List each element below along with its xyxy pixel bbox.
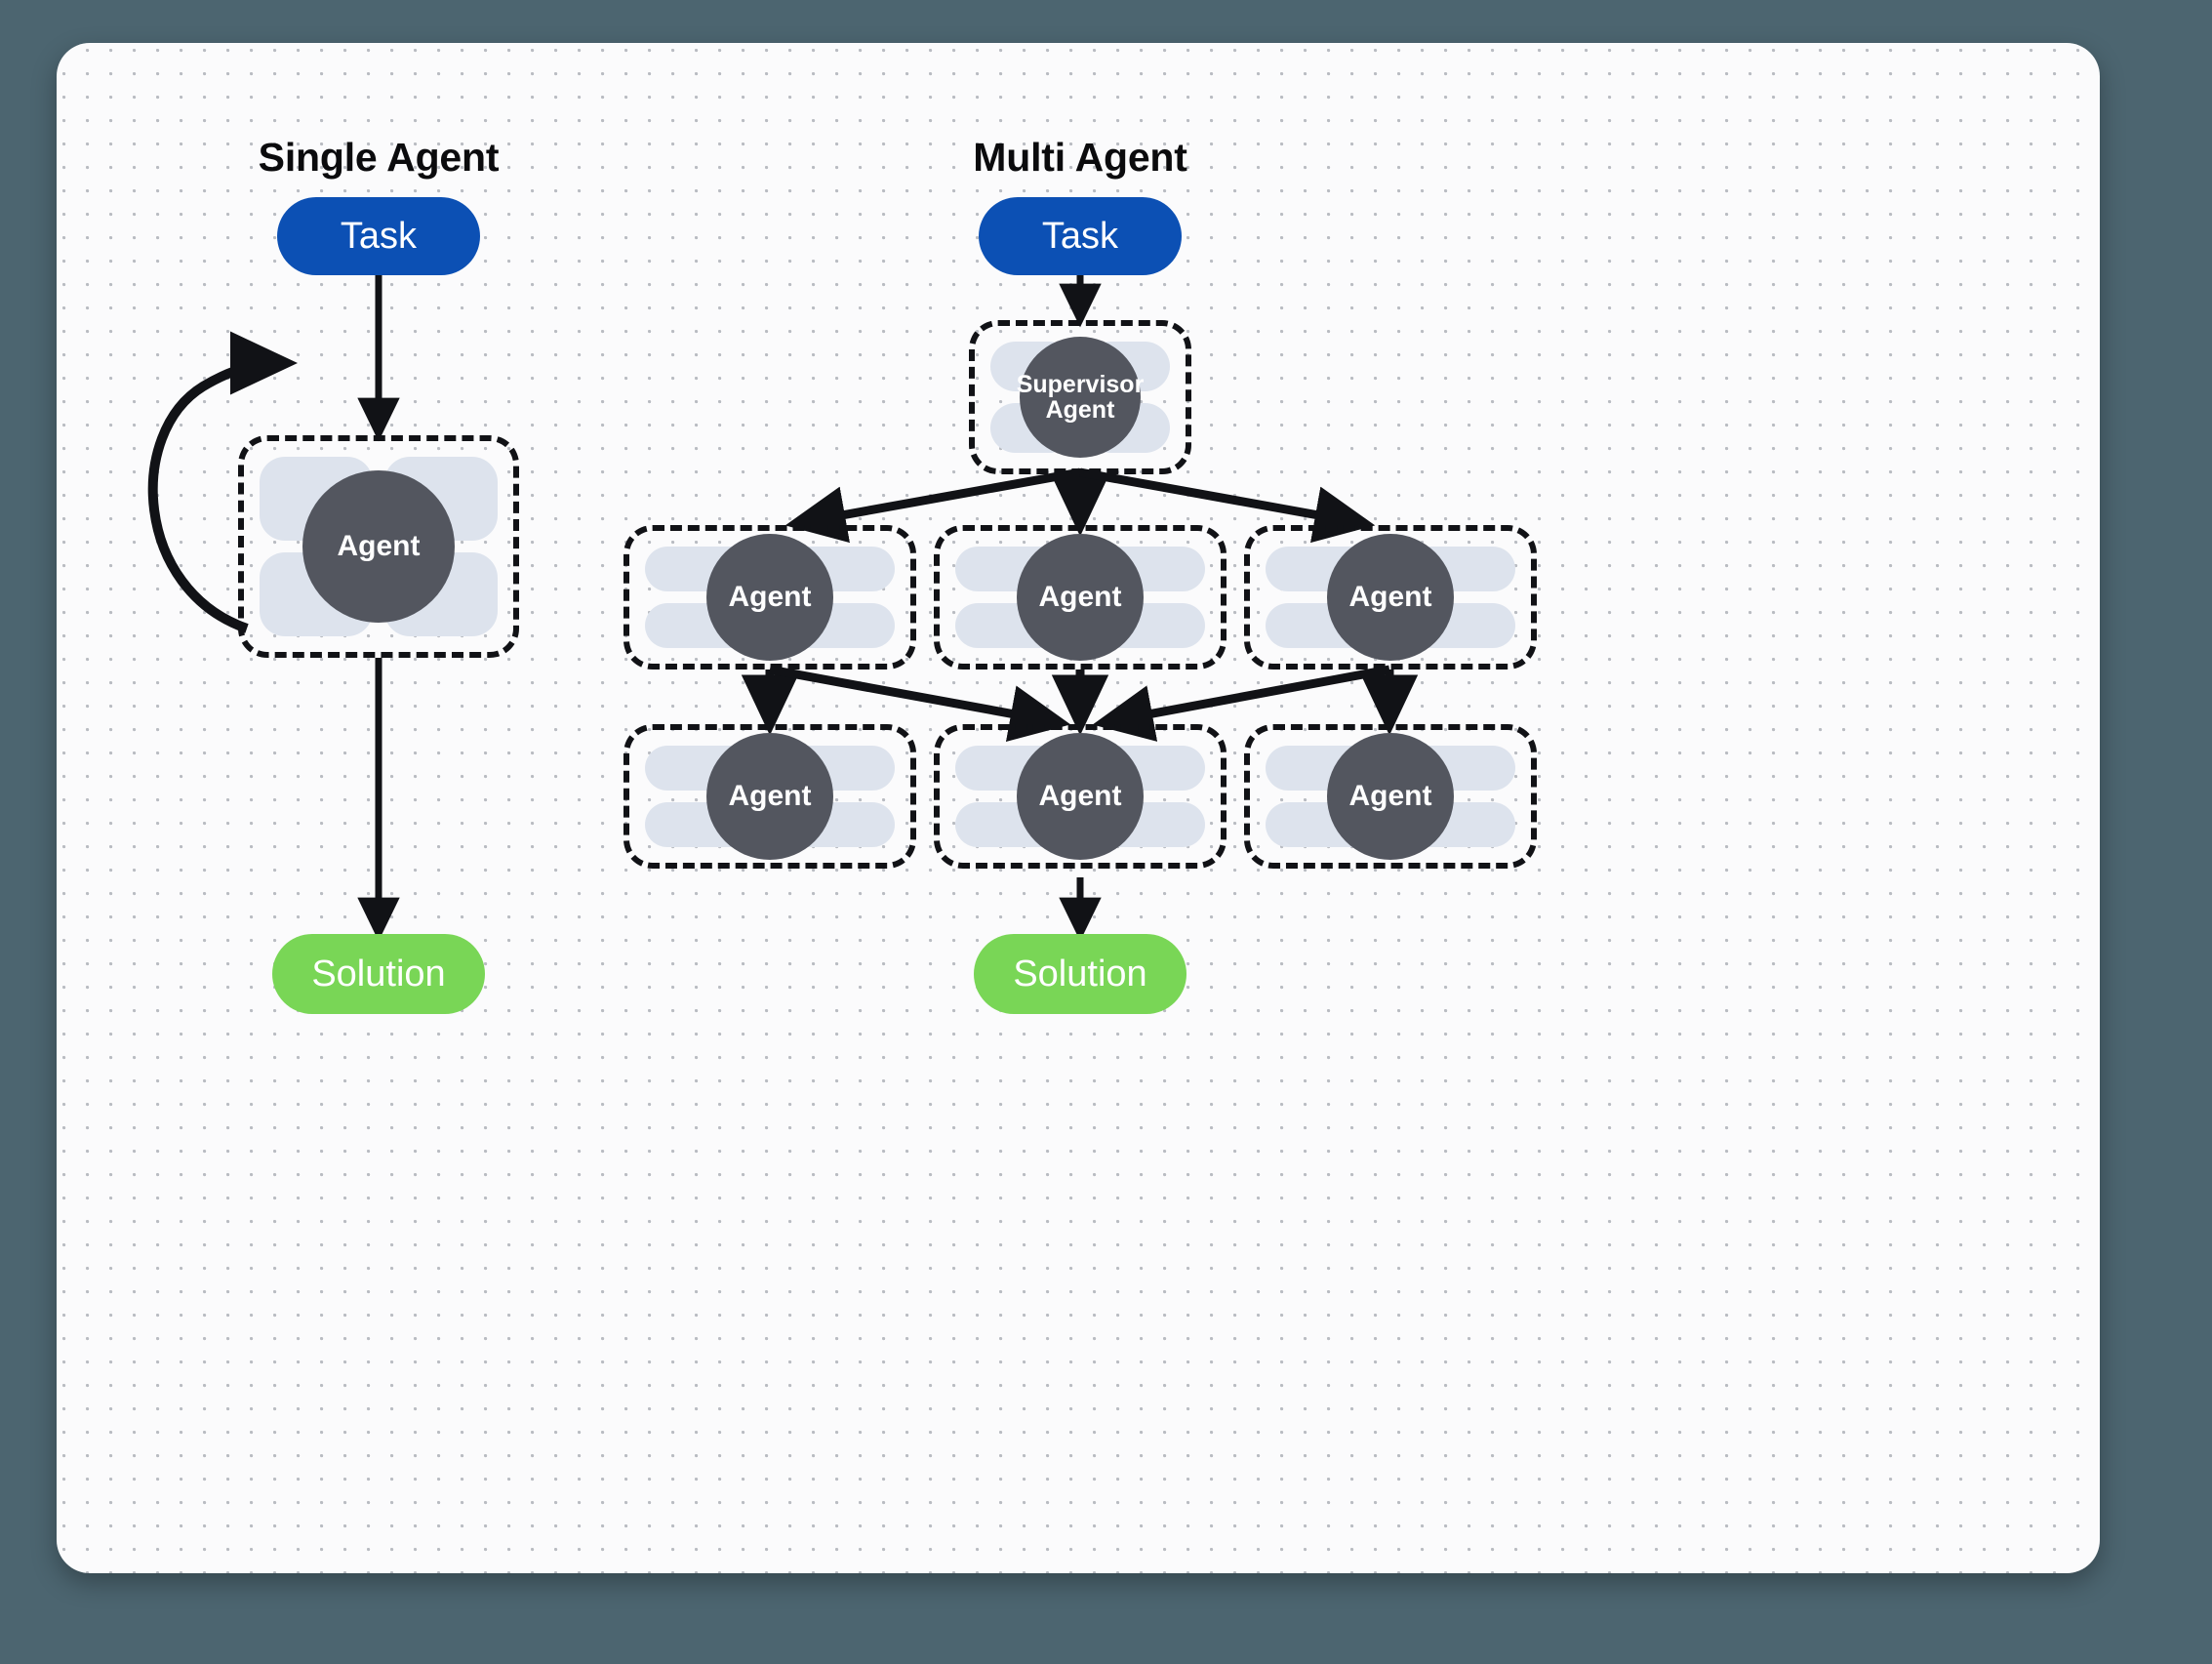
agent-core-r1c3[interactable]: Agent bbox=[1327, 534, 1454, 661]
supervisor-core[interactable]: Supervisor Agent bbox=[1017, 337, 1144, 458]
edge-agent-right-to-bottom-center bbox=[1092, 665, 1390, 742]
edge-agent-left-to-bottom-center bbox=[769, 665, 1071, 743]
supervisor-label-line-1: Supervisor bbox=[1016, 371, 1145, 398]
supervisor-cluster[interactable]: Supervisor Agent bbox=[969, 320, 1191, 474]
agent-core-label: Agent bbox=[1348, 780, 1432, 813]
supervisor-label-line-2: Agent bbox=[1045, 396, 1115, 424]
agent-core-r2c2[interactable]: Agent bbox=[1017, 733, 1144, 860]
diagram-canvas: Single Agent Task Agent Solution Multi A… bbox=[57, 43, 2100, 1573]
solution-node-multi[interactable]: Solution bbox=[974, 934, 1186, 1014]
agent-core-r2c3[interactable]: Agent bbox=[1327, 733, 1454, 860]
agent-cluster-r2c2[interactable]: Agent bbox=[934, 724, 1227, 869]
column-title-multi-agent: Multi Agent bbox=[973, 135, 1187, 180]
task-node-single[interactable]: Task bbox=[277, 197, 480, 275]
edge-supervisor-to-agent-left bbox=[784, 467, 1081, 544]
agent-cluster-single[interactable]: Agent bbox=[238, 435, 519, 658]
agent-core-single[interactable]: Agent bbox=[302, 470, 455, 623]
agent-cluster-r1c2[interactable]: Agent bbox=[934, 525, 1227, 670]
agent-core-r2c1[interactable]: Agent bbox=[706, 733, 833, 860]
agent-core-label: Agent bbox=[1348, 581, 1432, 614]
agent-core-r1c2[interactable]: Agent bbox=[1017, 534, 1144, 661]
agent-core-label: Agent bbox=[337, 530, 421, 563]
solution-node-single[interactable]: Solution bbox=[272, 934, 485, 1014]
agent-cluster-r1c1[interactable]: Agent bbox=[623, 525, 916, 670]
agent-core-label: Agent bbox=[728, 581, 812, 614]
agent-cluster-r2c1[interactable]: Agent bbox=[623, 724, 916, 869]
edge-supervisor-to-agent-right bbox=[1079, 467, 1376, 544]
agent-core-label: Agent bbox=[1038, 581, 1122, 614]
column-title-single-agent: Single Agent bbox=[258, 135, 500, 180]
agent-core-label: Agent bbox=[1038, 780, 1122, 813]
agent-core-label: Agent bbox=[728, 780, 812, 813]
agent-cluster-r2c3[interactable]: Agent bbox=[1244, 724, 1537, 869]
agent-core-r1c1[interactable]: Agent bbox=[706, 534, 833, 661]
task-node-multi[interactable]: Task bbox=[979, 197, 1182, 275]
agent-cluster-r1c3[interactable]: Agent bbox=[1244, 525, 1537, 670]
